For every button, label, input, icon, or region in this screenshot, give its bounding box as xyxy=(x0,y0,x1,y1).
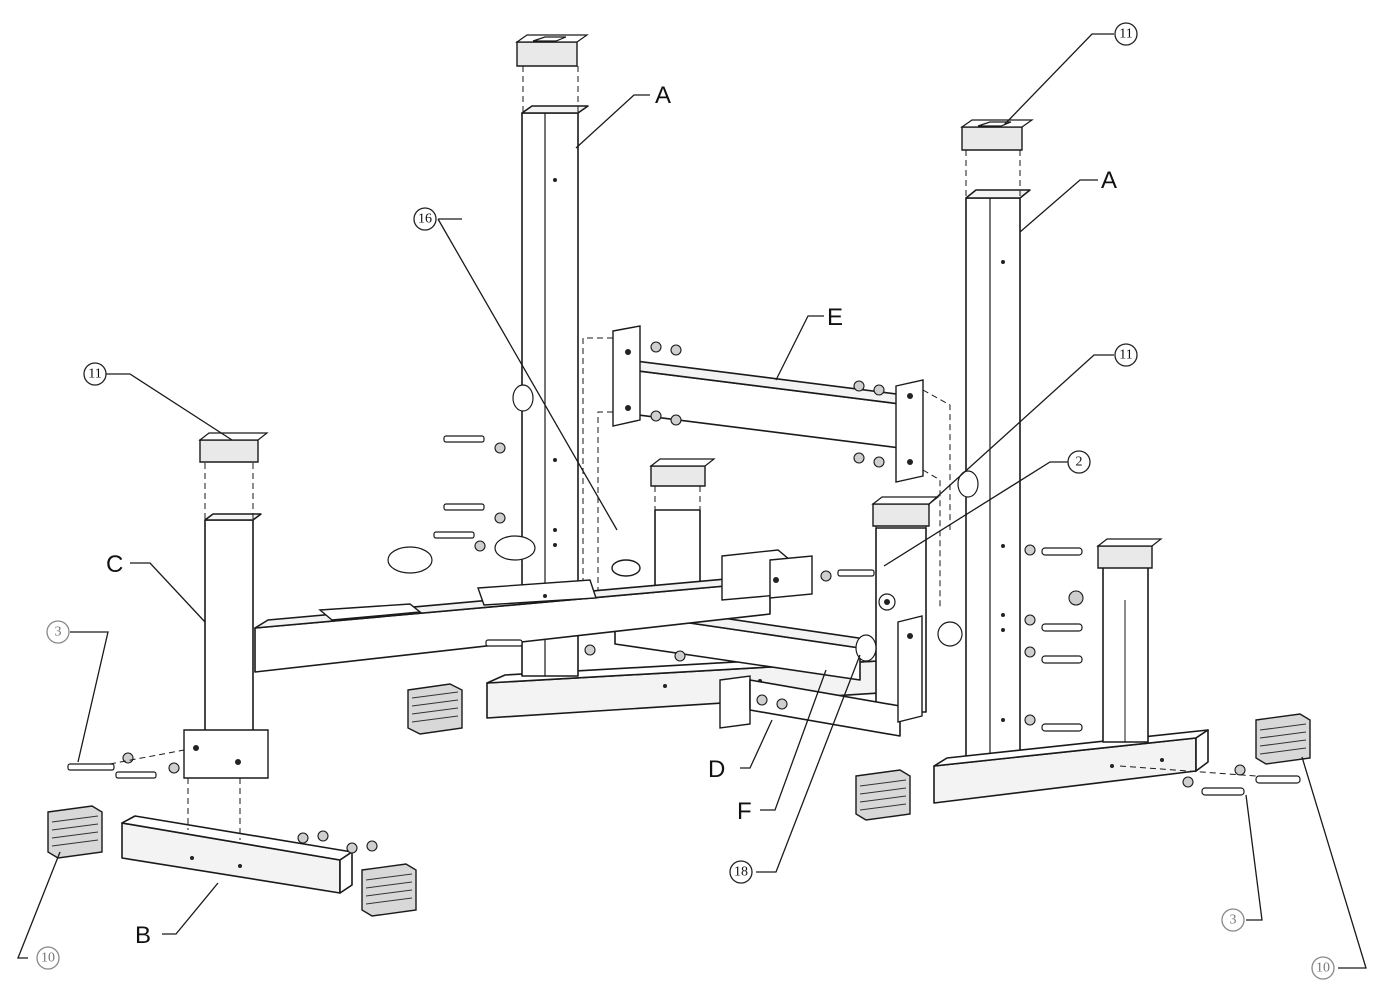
plate-right xyxy=(897,615,963,723)
svg-text:11: 11 xyxy=(88,367,101,382)
long-bar xyxy=(254,535,813,673)
b-fasteners xyxy=(297,830,378,854)
callout-10-right: 10 xyxy=(1311,956,1335,980)
label-a-right: A xyxy=(1101,167,1117,194)
label-a-left: A xyxy=(655,82,671,109)
svg-text:3: 3 xyxy=(1230,913,1237,928)
upright-c xyxy=(183,432,269,840)
e-fasteners xyxy=(650,341,885,468)
svg-text:2: 2 xyxy=(1076,455,1083,470)
svg-text:18: 18 xyxy=(734,865,748,880)
crossbar-e xyxy=(582,325,951,630)
callout-11-top-right: 11 xyxy=(1114,22,1138,46)
label-c: C xyxy=(106,551,123,578)
upright-a-left xyxy=(512,105,589,677)
callout-2: 2 xyxy=(1067,450,1091,474)
end-cap-a-right xyxy=(960,119,1034,198)
label-b: B xyxy=(135,922,151,949)
base-b xyxy=(47,805,417,917)
callout-16: 16 xyxy=(413,207,437,231)
callout-3-right: 3 xyxy=(1221,908,1245,932)
part-labels: A A B C D E F xyxy=(106,82,1117,949)
front-right-base xyxy=(855,538,1311,821)
end-cap-a-left xyxy=(515,34,589,113)
svg-text:10: 10 xyxy=(1316,961,1330,976)
callout-11-left: 11 xyxy=(83,362,107,386)
svg-text:11: 11 xyxy=(1119,27,1132,42)
label-e: E xyxy=(827,304,843,331)
svg-text:16: 16 xyxy=(418,212,432,227)
rear-left-foot xyxy=(407,683,463,735)
right-bolt-group xyxy=(820,544,1301,796)
leader-lines xyxy=(17,33,1367,969)
callout-18: 18 xyxy=(729,860,753,884)
bracket-d xyxy=(719,675,901,737)
callout-10-left: 10 xyxy=(36,946,60,970)
label-d: D xyxy=(708,756,725,783)
svg-text:10: 10 xyxy=(41,951,55,966)
callout-11-mid-right: 11 xyxy=(1114,343,1138,367)
svg-text:11: 11 xyxy=(1119,348,1132,363)
callout-3-left: 3 xyxy=(46,620,70,644)
svg-text:3: 3 xyxy=(55,625,62,640)
upright-a-right xyxy=(957,189,1031,761)
label-f: F xyxy=(737,798,752,825)
left-bolt-group xyxy=(67,435,686,779)
